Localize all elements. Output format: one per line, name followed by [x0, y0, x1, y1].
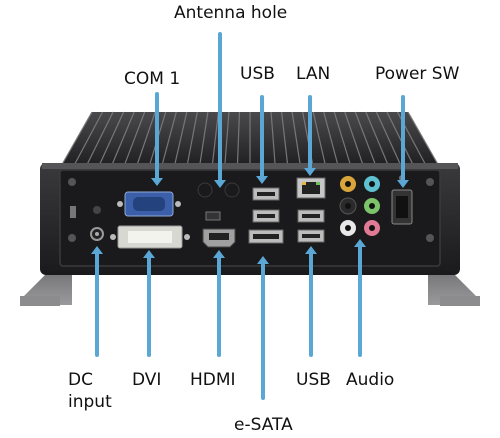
heat-sink-fin: [122, 111, 146, 169]
label-com1: COM 1: [124, 69, 181, 89]
heat-sink-fin: [333, 111, 352, 169]
label-hdmi: HDMI: [190, 370, 236, 390]
heat-sink-fin: [312, 111, 327, 169]
heat-sink-fin: [84, 111, 114, 169]
label-esata: e-SATA: [234, 415, 293, 435]
heat-sink-fin: [135, 111, 156, 169]
label-lan: LAN: [296, 64, 331, 84]
label-dvi: DVI: [132, 370, 162, 390]
label-antenna-hole: Antenna hole: [174, 3, 288, 23]
heat-sink-fin: [323, 111, 340, 169]
heat-sink-fin: [407, 111, 441, 169]
audio-jacks: [339, 176, 380, 236]
heat-sink-fin: [281, 111, 289, 169]
heat-sink-fin: [186, 111, 198, 169]
dvi-port: [110, 225, 190, 249]
heat-sink-fin: [375, 111, 403, 169]
heat-sink-fin: [224, 111, 230, 169]
callout-arrowheads: [91, 168, 409, 264]
heat-sink-fin: [97, 111, 125, 169]
heat-sink-fin: [236, 111, 241, 169]
com1-port: [117, 191, 181, 217]
heat-sink-fin: [354, 111, 378, 169]
label-usb-top: USB: [240, 64, 275, 84]
usb-stack-left: [248, 187, 284, 244]
heat-sink-fin: [173, 111, 188, 169]
hdmi-port: [202, 211, 236, 248]
label-power-sw: Power SW: [375, 64, 460, 84]
heat-sink-fins: [59, 111, 441, 169]
heat-sink-fin: [110, 111, 135, 169]
heat-sink-fin: [270, 111, 276, 169]
heat-sink-fin: [211, 111, 219, 169]
heat-sink-fin: [291, 111, 302, 169]
heat-sink-fin: [198, 111, 209, 169]
label-usb-bottom: USB: [296, 370, 331, 390]
heat-sink-fin: [59, 111, 93, 169]
antenna-holes: [197, 182, 240, 198]
heat-sink-fin: [72, 111, 104, 169]
heat-sink-fin: [365, 111, 390, 169]
label-dc-input-line2: input: [68, 392, 112, 412]
heat-sink-fin: [160, 111, 177, 169]
lan-usb-stack-right: [296, 177, 326, 243]
dc-input-jack: [70, 206, 104, 241]
label-audio: Audio: [346, 370, 395, 390]
heat-sink-fin: [344, 111, 365, 169]
heat-sink-fin: [386, 111, 416, 169]
label-dc-input-line1: DC: [68, 370, 93, 390]
callout-lines: [95, 32, 405, 400]
